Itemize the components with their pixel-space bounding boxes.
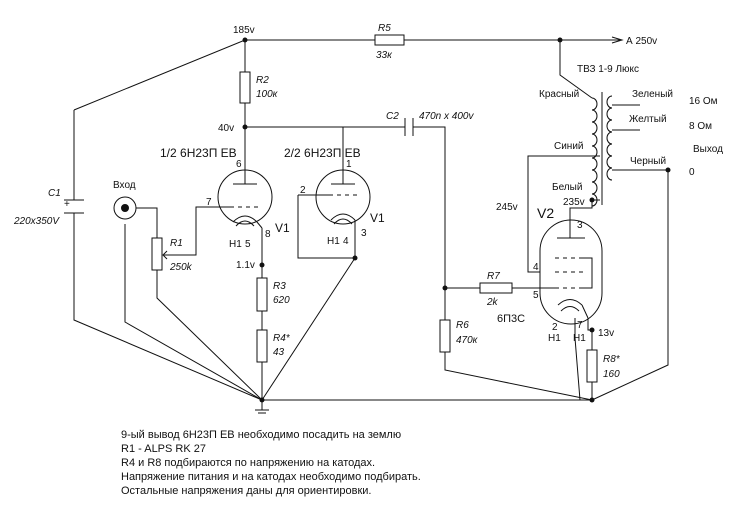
v1b-pin-anode: 1 [346,159,352,170]
r8-body [586,349,598,383]
note-line: Остальные напряжения даны для ориентиров… [121,485,372,497]
v1b-pin-cathode: 3 [361,228,367,239]
c2-value: 470n x 400v [419,111,474,122]
r3-body [256,277,268,312]
r7-value: 2k [486,297,499,308]
voltage-1-1: 1.1v [236,260,255,271]
v1a-triode [217,168,273,229]
v2-pin-h1a: Н1 [548,333,561,344]
primary-blue: Синий [554,141,584,152]
note-line: Напряжение питания и на катодах необходи… [121,471,421,483]
r2-value: 100к [256,89,279,100]
r5-value: 33к [376,50,393,61]
r2-body [239,71,251,104]
v1a-pin-h1num: 5 [245,239,251,250]
v2-pin-5: 5 [533,290,539,301]
c1-ref: C1 [48,188,61,199]
v2-pin-h1b: Н1 [573,333,586,344]
r6-value: 470к [456,335,479,346]
c1-plates [64,199,84,214]
c1-value: 220x350V [13,216,60,227]
v1a-pin-h1: Н1 [229,239,242,250]
r2-ref: R2 [256,75,269,86]
v1a-pin-grid: 7 [206,197,212,208]
secondary-yellow: Желтый [629,114,667,125]
output-label: Выход [693,144,723,155]
capacitors [64,118,414,214]
voltage-245: 245v [496,202,518,213]
voltage-235: 235v [563,197,585,208]
junctions [242,37,671,403]
supply-voltage: А 250v [626,36,657,47]
resistors [151,34,598,383]
r4-value: 43 [273,347,285,358]
v1b-pin-h1num: 4 [343,236,349,247]
v1b-pin-grid: 2 [300,185,306,196]
v2-pin-2: 2 [552,322,558,333]
v1b-triode [298,169,371,225]
v2-name: 6П3С [497,313,525,325]
c2-plates [404,118,414,136]
output-8ohm: 8 Ом [689,121,712,132]
v2-pentode [539,219,603,325]
r4-body [256,329,268,363]
r1-value: 250k [169,262,193,273]
output-16ohm: 16 Ом [689,96,718,107]
primary-white: Белый [552,182,582,193]
v1b-name: 2/2 6Н23П ЕВ [284,146,361,160]
v2-ref: V2 [537,205,554,221]
notes: 9-ый вывод 6Н23П ЕВ необходимо посадить … [121,428,421,498]
transformer-name: ТВЗ 1-9 Люкс [577,64,639,75]
v1a-pin-cathode: 8 [265,229,271,240]
voltage-185: 185v [233,25,255,36]
r3-value: 620 [273,295,290,306]
secondary-black: Черный [630,156,666,167]
wires [73,36,669,414]
r6-ref: R6 [456,320,469,331]
r8-ref: R8* [603,354,621,365]
v1b-pin-h1: Н1 [327,236,340,247]
c1-polarity: + [64,199,70,210]
v1a-ref: V1 [275,221,290,235]
r5-ref: R5 [378,23,391,34]
r8-value: 160 [603,369,620,380]
note-line: R1 - ALPS RK 27 [121,443,206,455]
v2-pin-7: 7 [577,320,583,331]
v2-pin-4: 4 [533,262,539,273]
input-label: Вход [113,180,136,191]
voltage-40: 40v [218,123,234,134]
v2-pin-3: 3 [577,220,583,231]
v1a-name: 1/2 6Н23П ЕВ [160,146,237,160]
input-jack [113,196,137,220]
r7-ref: R7 [487,271,500,282]
note-line: R4 и R8 подбираются по напряжению на кат… [121,457,376,469]
r6-body [439,319,451,353]
secondary-green: Зеленый [632,89,673,100]
transformer [591,92,613,207]
r1-body [151,237,163,271]
r3-ref: R3 [273,281,286,292]
c2-ref: C2 [386,111,399,122]
voltage-13: 13v [598,328,614,339]
note-line: 9-ый вывод 6Н23П ЕВ необходимо посадить … [121,429,402,441]
r7-body [479,282,513,294]
r1-ref: R1 [170,238,183,249]
r5-body [374,34,405,46]
v1b-ref: V1 [370,211,385,225]
output-0: 0 [689,167,695,178]
v1a-pin-anode: 6 [236,159,242,170]
primary-red: Красный [539,89,579,100]
r4-ref: R4* [273,333,291,344]
